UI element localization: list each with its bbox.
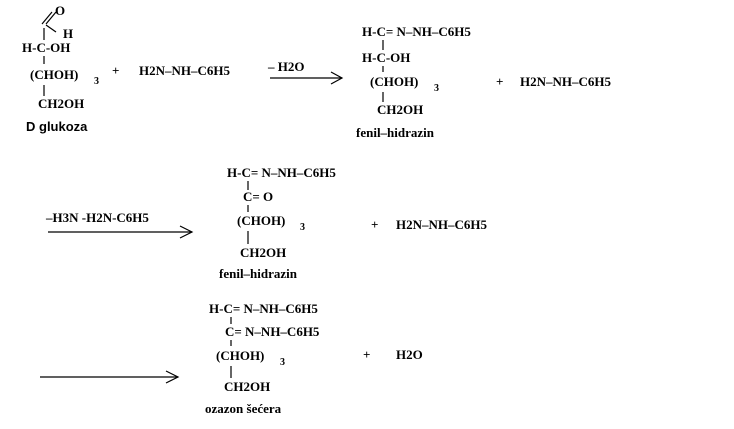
glucose-co-bond xyxy=(45,11,57,25)
plus-2: + xyxy=(496,74,503,89)
hydrazone1-row1: H-C= N–NH–C6H5 xyxy=(362,24,471,39)
hydrazone2-ch2oh: CH2OH xyxy=(240,245,286,260)
glucose-ch2oh: CH2OH xyxy=(38,96,84,111)
glucose-name: D glukoza xyxy=(26,119,88,134)
osazone-row2: C= N–NH–C6H5 xyxy=(225,324,320,339)
hydrazone2-row2: C= O xyxy=(243,189,273,204)
phenylhydrazine-3: H2N–NH–C6H5 xyxy=(396,217,488,232)
hydrazone2-name: fenil–hidrazin xyxy=(219,266,298,281)
arrow-2-label: –H3N -H2N-C6H5 xyxy=(45,210,149,225)
arrow-1-label: – H2O xyxy=(267,59,304,74)
phenylhydrazine-1: H2N–NH–C6H5 xyxy=(139,63,231,78)
plus-4: + xyxy=(363,347,370,362)
arrow-3-head xyxy=(165,370,180,384)
glucose-aldehyde-h: H xyxy=(63,26,73,41)
hydrazone2-row1: H-C= N–NH–C6H5 xyxy=(227,165,336,180)
plus-3: + xyxy=(371,217,378,232)
arrow-2-head xyxy=(179,225,194,239)
keto-hydrazone-structure: H-C= N–NH–C6H5 C= O (CHOH) 3 CH2OH fenil… xyxy=(219,165,336,281)
reaction-arrow-3 xyxy=(40,370,180,384)
phenylhydrazone-structure: H-C= N–NH–C6H5 H-C-OH (CHOH) 3 CH2OH fen… xyxy=(356,24,471,140)
water-product: H2O xyxy=(396,347,423,362)
hydrazone2-chohn: (CHOH) xyxy=(237,213,285,228)
reaction-arrow-1: – H2O xyxy=(267,59,344,85)
osazone-row1: H-C= N–NH–C6H5 xyxy=(209,301,318,316)
glucose-chohn: (CHOH) xyxy=(30,67,78,82)
hydrazone1-row2: H-C-OH xyxy=(362,50,410,65)
hydrazone2-n: 3 xyxy=(300,222,305,233)
glucose-structure: O H H-C-OH (CHOH) 3 CH2OH D glukoza xyxy=(22,3,99,134)
glucose-hcoh: H-C-OH xyxy=(22,40,70,55)
glucose-co-bond-2 xyxy=(41,11,53,25)
osazone-chohn: (CHOH) xyxy=(216,348,264,363)
osazone-n: 3 xyxy=(280,357,285,368)
phenylhydrazine-2: H2N–NH–C6H5 xyxy=(520,74,612,89)
hydrazone1-ch2oh: CH2OH xyxy=(377,102,423,117)
hydrazone1-name: fenil–hidrazin xyxy=(356,125,435,140)
osazone-name: ozazon šećera xyxy=(205,401,282,416)
osazone-ch2oh: CH2OH xyxy=(224,379,270,394)
reaction-arrow-2: –H3N -H2N-C6H5 xyxy=(45,210,194,239)
glucose-ch-bond xyxy=(45,24,57,33)
arrow-1-head xyxy=(330,71,344,85)
glucose-n: 3 xyxy=(94,76,99,87)
hydrazone1-chohn: (CHOH) xyxy=(370,74,418,89)
osazone-structure: H-C= N–NH–C6H5 C= N–NH–C6H5 (CHOH) 3 CH2… xyxy=(205,301,320,416)
glucose-aldehyde-oxygen: O xyxy=(55,3,65,18)
plus-1: + xyxy=(112,63,119,78)
hydrazone1-n: 3 xyxy=(434,83,439,94)
